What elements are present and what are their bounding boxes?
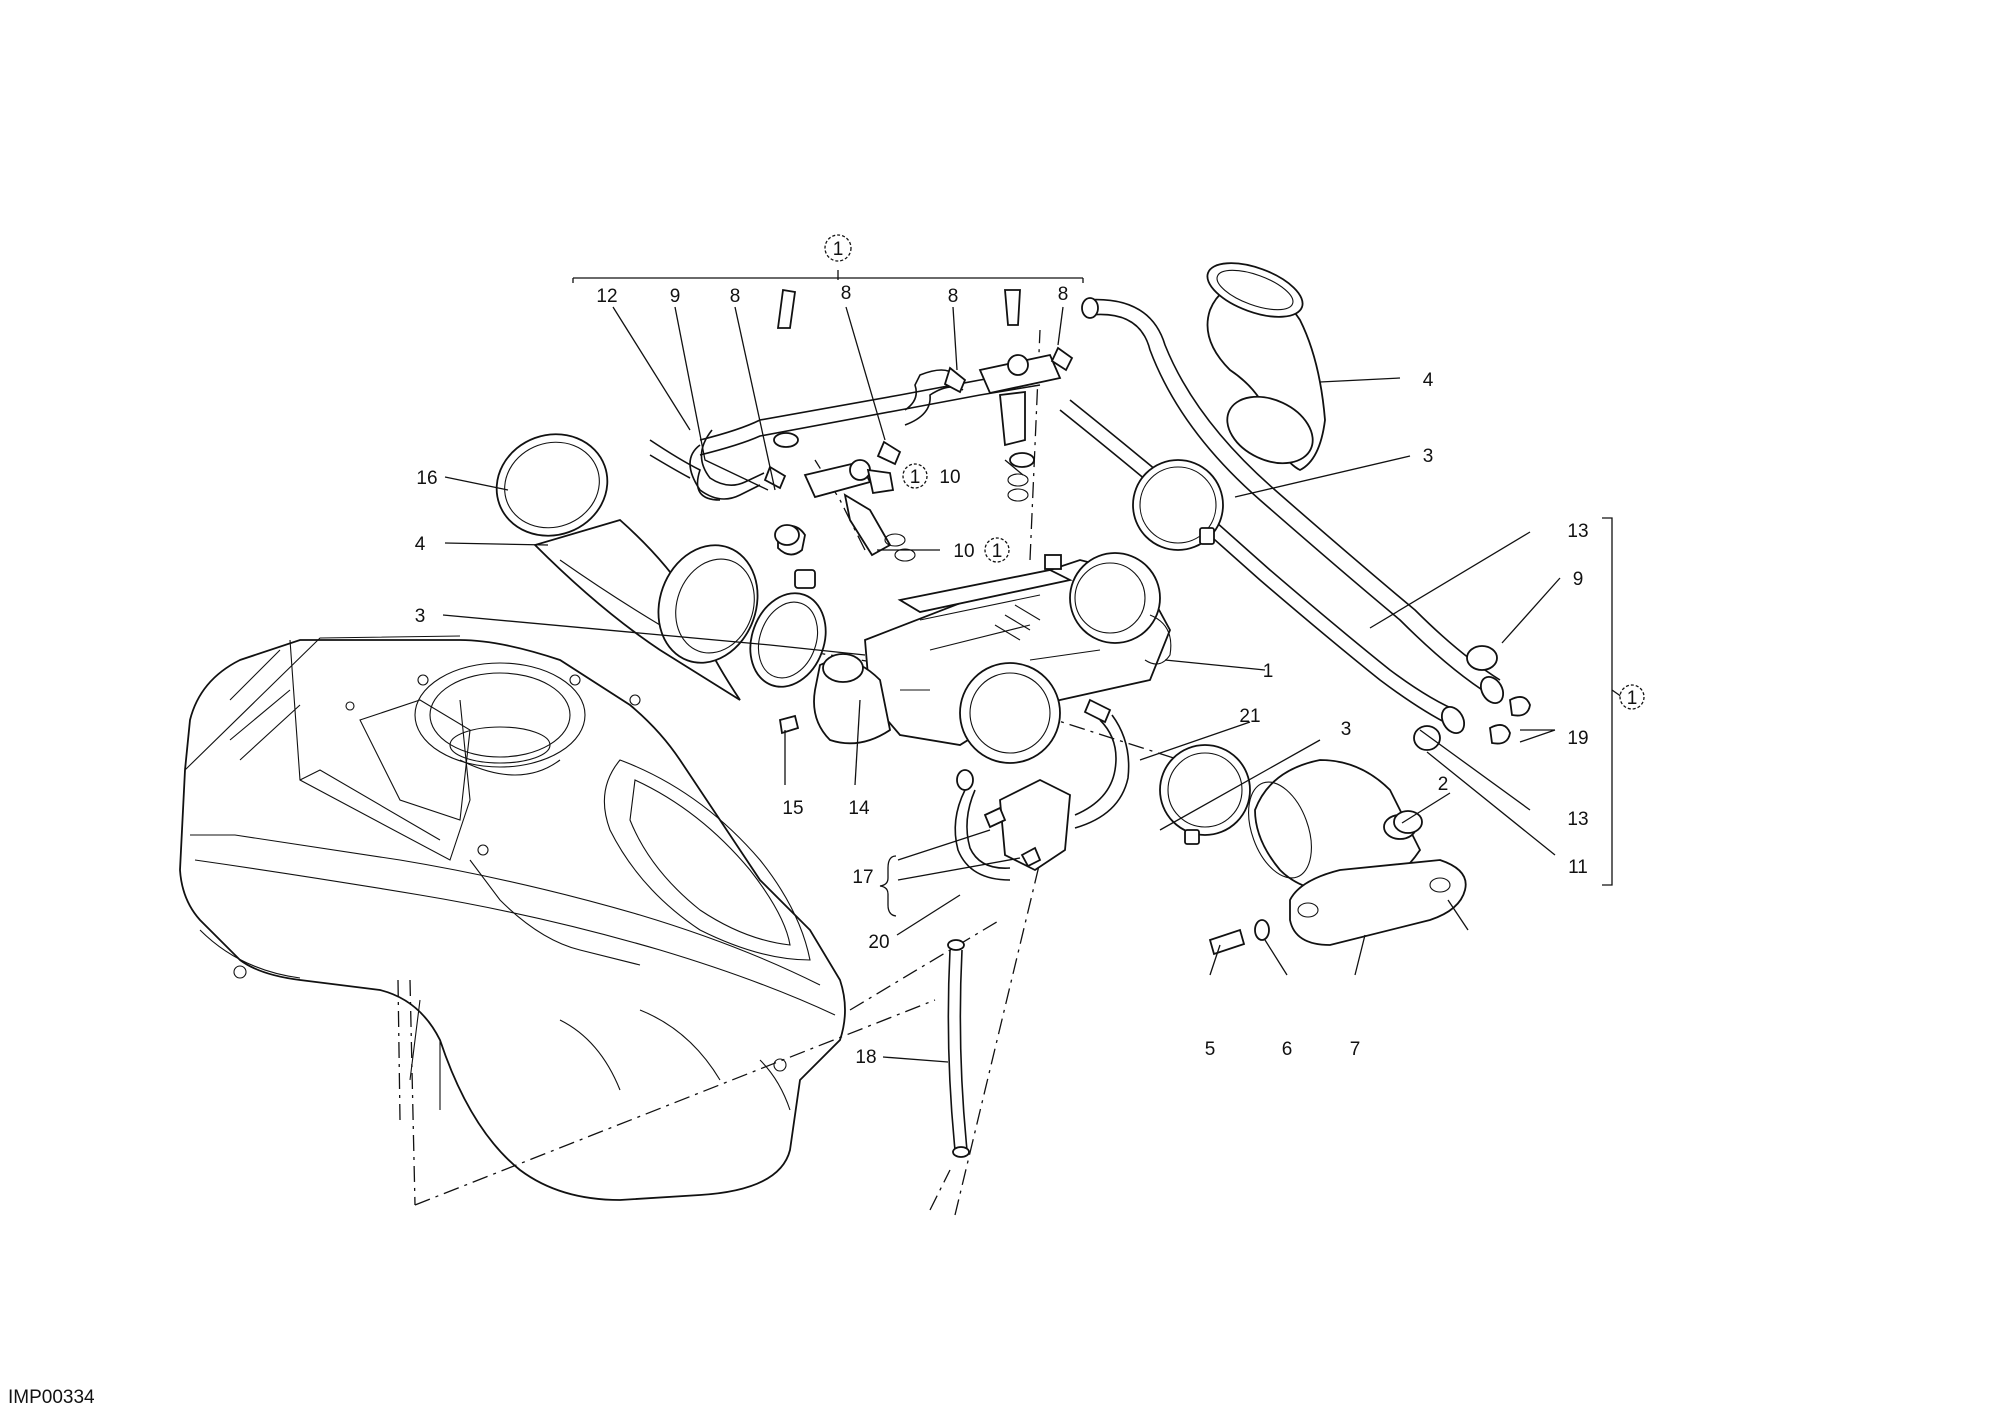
- airbox-housing: [179, 635, 846, 1201]
- callout-11: 11: [1568, 857, 1588, 878]
- callout-8: 8: [948, 286, 959, 307]
- callout-4: 4: [1423, 370, 1434, 391]
- callout-10: 10: [953, 541, 974, 562]
- callout-3: 3: [1341, 719, 1352, 740]
- callout-10: 10: [939, 467, 960, 488]
- callout-8: 8: [730, 286, 741, 307]
- idle-valve: [778, 698, 1130, 1158]
- callout-7: 7: [1350, 1039, 1361, 1060]
- callout-2: 2: [1438, 774, 1449, 795]
- kit-markers: 1 1 1 1: [824, 234, 1645, 710]
- callout-15: 15: [782, 798, 803, 819]
- leader-lines: [442, 270, 1623, 1063]
- kit-marker-right: 1: [1619, 684, 1645, 710]
- callout-9: 9: [670, 286, 681, 307]
- svg-text:1: 1: [833, 239, 844, 260]
- kit-marker-10a: 1: [902, 463, 928, 489]
- callout-17: 17: [852, 867, 873, 888]
- callout-13: 13: [1567, 809, 1588, 830]
- callout-5: 5: [1205, 1039, 1216, 1060]
- callout-20: 20: [868, 932, 889, 953]
- kit-marker-top: 1: [824, 234, 852, 262]
- svg-text:1: 1: [910, 467, 921, 488]
- svg-text:1: 1: [992, 541, 1003, 562]
- callout-labels: 12 9 8 8 8 8 4 3 16 4 3 10 10 13 9 1 21 …: [415, 283, 1589, 1068]
- callout-6: 6: [1282, 1039, 1293, 1060]
- intake-duct-left: [495, 433, 827, 701]
- breather-hoses: [1059, 297, 1505, 735]
- callout-9: 9: [1573, 569, 1584, 590]
- callout-18: 18: [855, 1047, 876, 1068]
- callout-8: 8: [841, 283, 852, 304]
- callout-13: 13: [1567, 521, 1588, 542]
- callout-8: 8: [1058, 284, 1069, 305]
- kit-marker-10b: 1: [984, 537, 1010, 563]
- diagram-code: IMP00334: [8, 1387, 95, 1408]
- callout-21: 21: [1239, 706, 1260, 727]
- callout-14: 14: [848, 798, 870, 819]
- intake-duct-lower-right: [1159, 744, 1467, 956]
- intake-duct-right: [1132, 262, 1326, 551]
- callout-3: 3: [415, 606, 426, 627]
- svg-text:1: 1: [1627, 688, 1638, 709]
- fuel-rail: [649, 288, 1074, 562]
- callout-4: 4: [415, 534, 426, 555]
- callout-1: 1: [1263, 661, 1274, 682]
- throttle-body: [813, 552, 1172, 764]
- loose-parts: [774, 524, 1531, 834]
- callout-12: 12: [596, 286, 617, 307]
- callout-16: 16: [416, 468, 437, 489]
- callout-3: 3: [1423, 446, 1434, 467]
- callout-19: 19: [1567, 728, 1588, 749]
